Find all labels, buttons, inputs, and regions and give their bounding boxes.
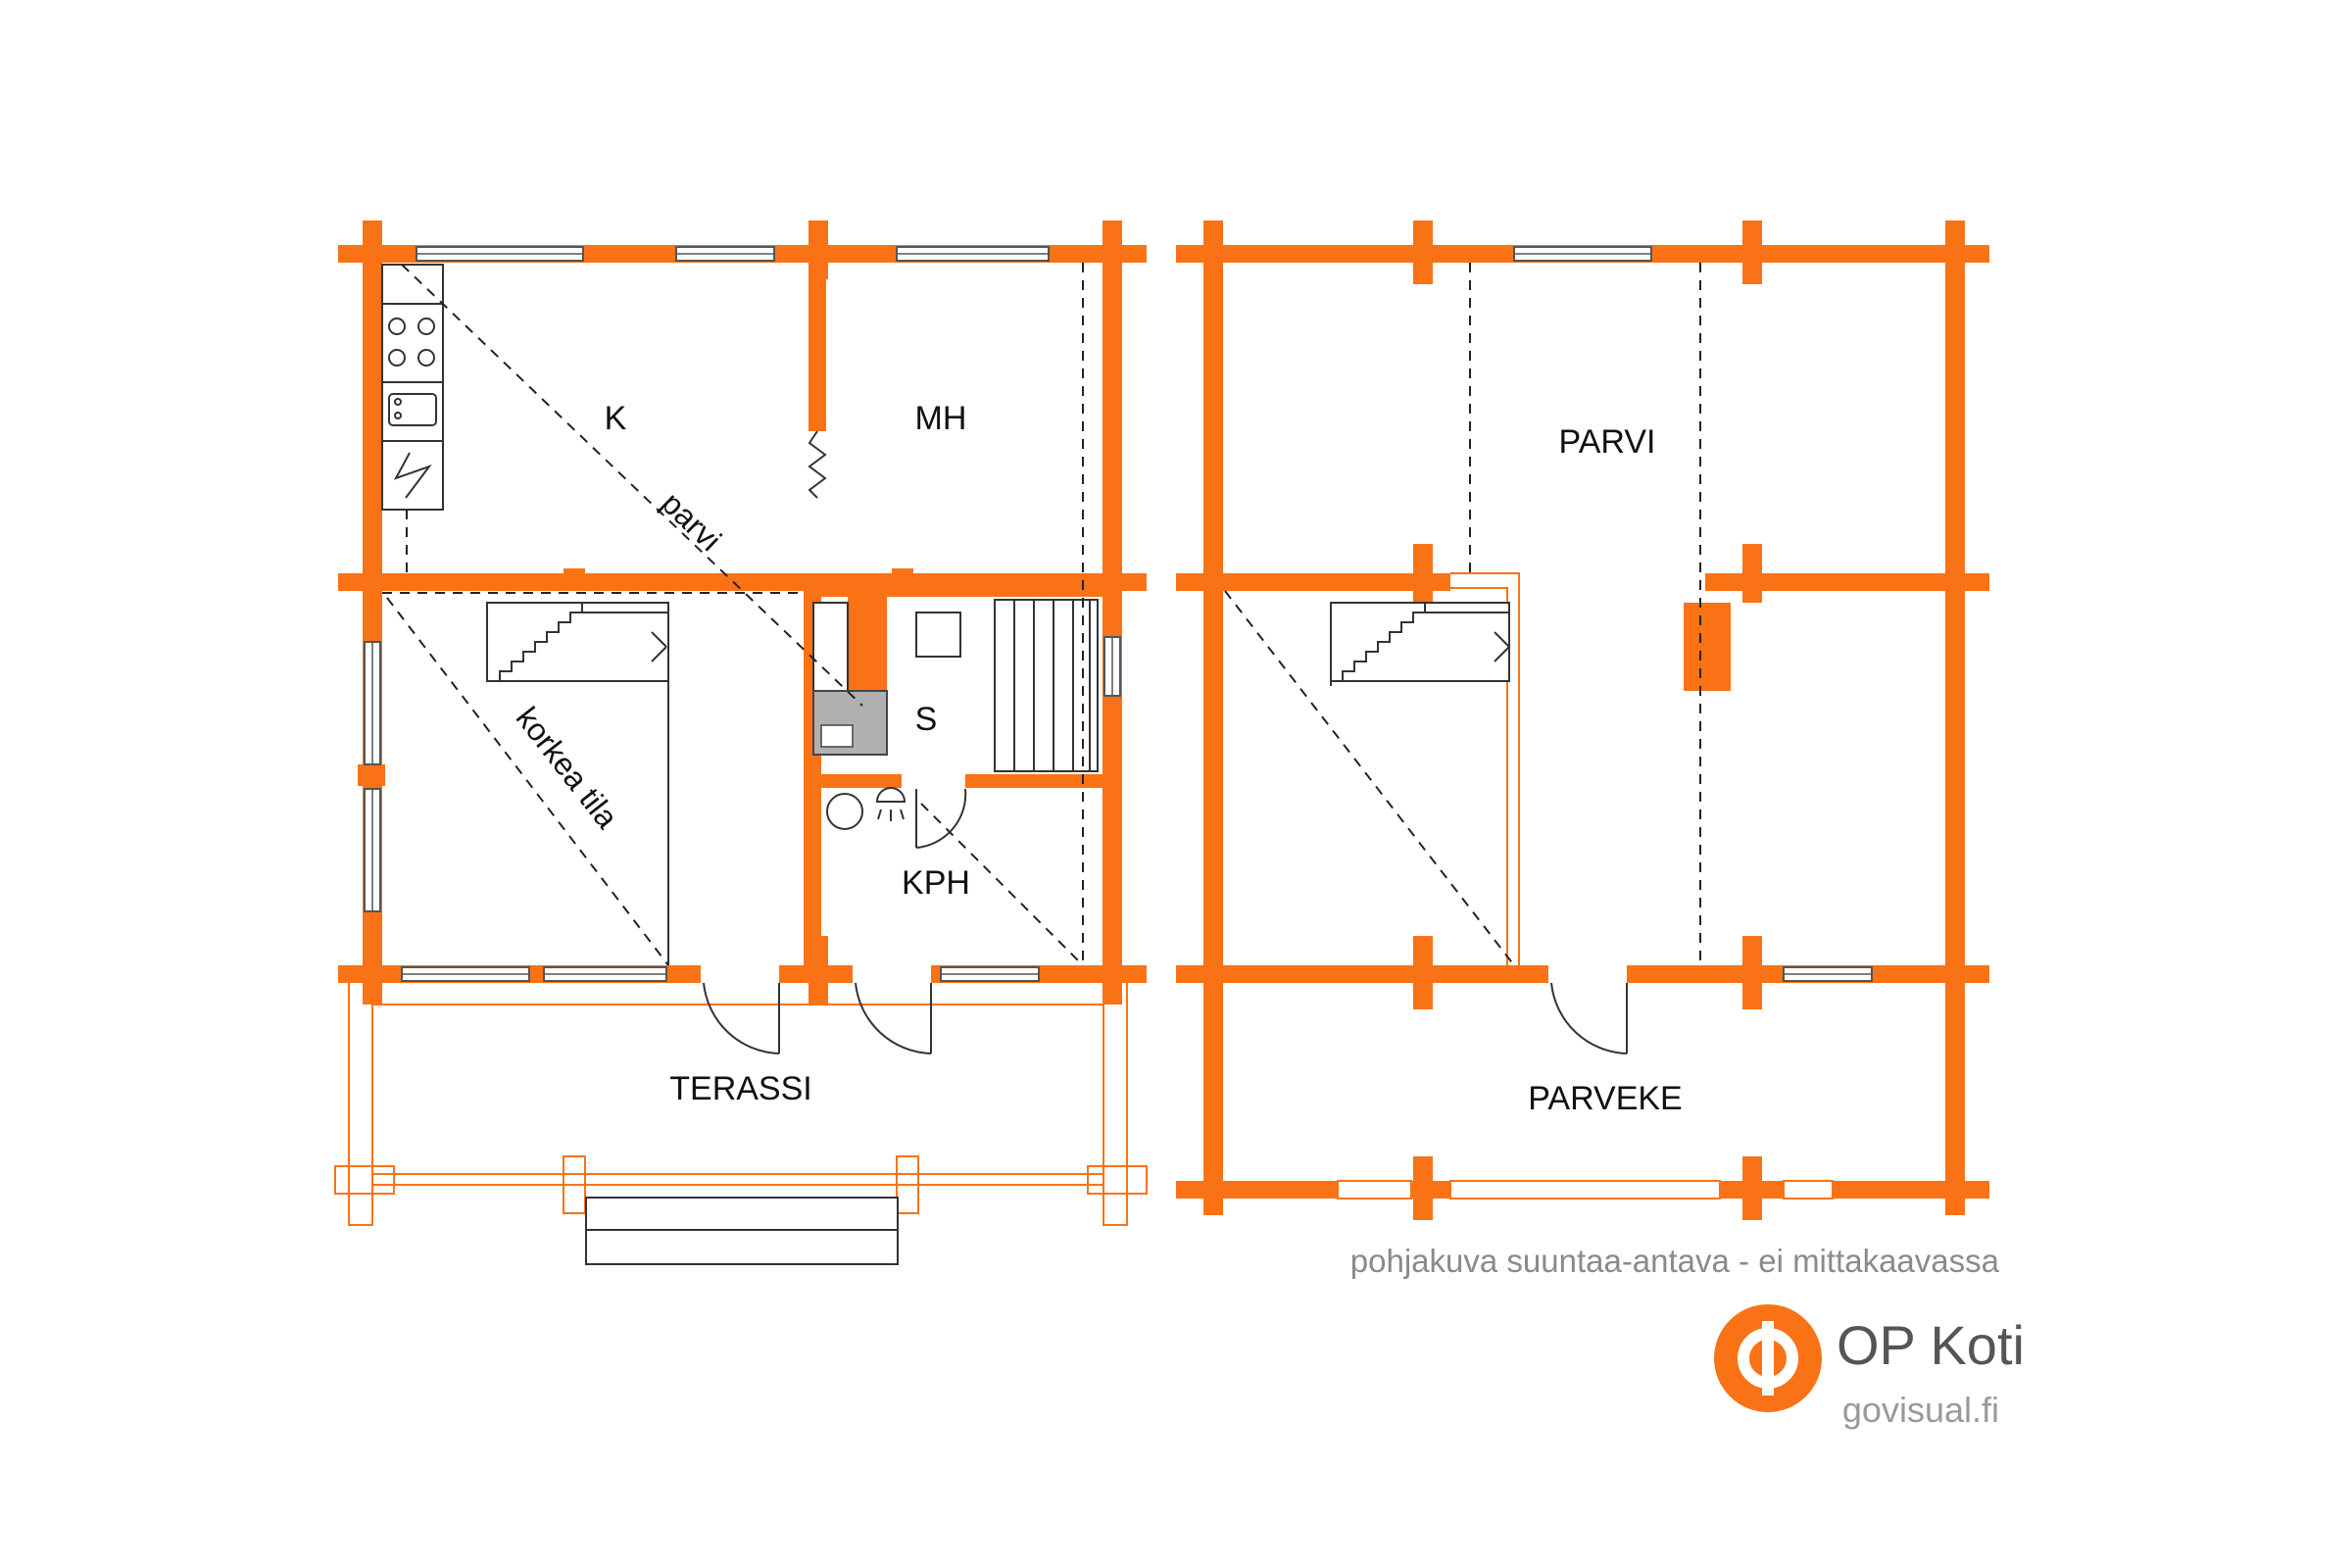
door-icon — [703, 788, 967, 1054]
wall-middle-right — [1705, 573, 1989, 591]
brand-url: govisual.fi — [1841, 1390, 1999, 1430]
wall-sauna-top — [818, 583, 1102, 597]
terrace-steps — [585, 1197, 899, 1265]
room-label-living-room: MH — [915, 400, 967, 437]
stove-heater — [848, 593, 887, 691]
brand-name: OP Koti — [1837, 1314, 2025, 1376]
disclaimer-note: pohjakuva suuntaa-antava - ei mittakaava… — [1349, 1243, 1999, 1279]
wall-end-zigzag — [808, 430, 827, 499]
staircase — [1330, 602, 1510, 686]
loft-dashed-lines — [1224, 263, 1701, 966]
sauna-interior — [812, 599, 1099, 772]
wall-right — [1102, 225, 1122, 1004]
room-label-kitchen: K — [605, 400, 627, 437]
staircase — [486, 602, 669, 965]
loft-dashed-lines — [382, 263, 1084, 966]
upper-floor-plan: PARVI PARVEKE — [1176, 220, 1989, 1220]
sink-icon — [388, 393, 437, 426]
room-label-sauna: S — [915, 701, 938, 738]
log-corners — [1413, 220, 1762, 1220]
op-logo-icon — [1714, 1304, 1822, 1412]
post — [564, 568, 585, 590]
balcony-door-opening — [1548, 963, 1627, 985]
annotation-high-space: korkea tila — [510, 701, 625, 835]
wall-bath-top — [804, 774, 902, 788]
chimney — [1684, 603, 1731, 691]
door-icon — [1550, 982, 1628, 1054]
ground-floor-plan: K MH S KPH TERASSI parvi korkea tila — [334, 220, 1148, 1226]
room-label-loft: PARVI — [1559, 423, 1656, 461]
wall-sauna-bottom — [965, 774, 1102, 788]
wall-left — [1203, 220, 1223, 1215]
bath-door-opening — [853, 963, 931, 985]
wall-middle-left — [1176, 573, 1450, 591]
wall-kitchen-divider — [808, 250, 826, 431]
windows-upper — [1337, 246, 1873, 1200]
room-label-bathroom: KPH — [902, 864, 970, 902]
room-label-terrace: TERASSI — [669, 1070, 811, 1107]
shower-icon — [875, 787, 906, 821]
entrance-door-opening — [701, 963, 779, 985]
post — [892, 568, 913, 590]
stove-icon — [388, 318, 435, 367]
wall-right — [1945, 220, 1965, 1215]
windows-ground — [364, 246, 1121, 982]
toilet-icon — [826, 793, 863, 830]
fridge-icon — [393, 452, 432, 499]
loft-railing — [1450, 572, 1520, 965]
annotation-loft: parvi — [655, 485, 728, 558]
terrace-outline — [334, 979, 1148, 1226]
room-label-balcony: PARVEKE — [1528, 1080, 1682, 1117]
kitchen-counter — [381, 264, 444, 511]
